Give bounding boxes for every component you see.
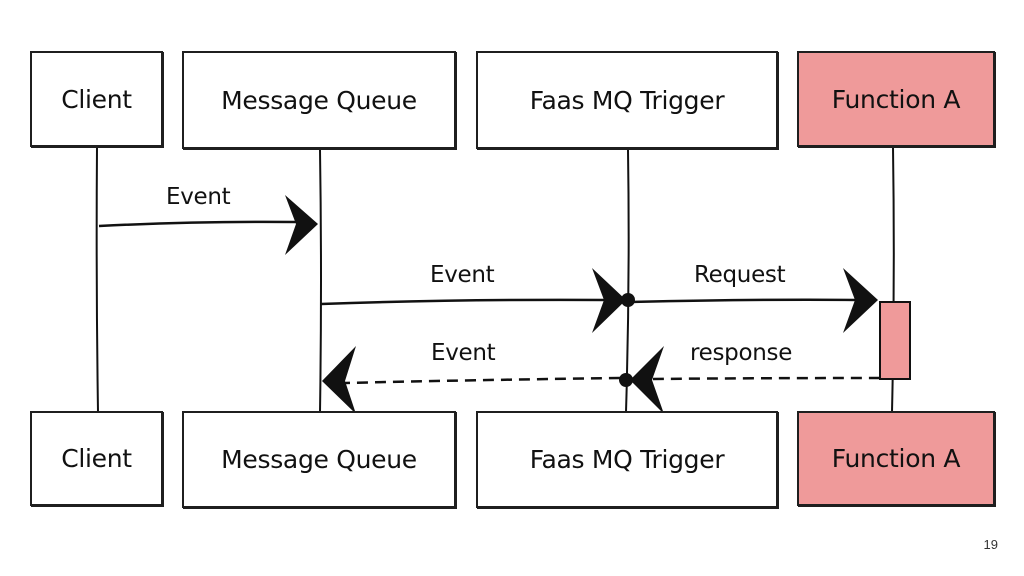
arrowhead-1: [285, 195, 318, 255]
participant-box-client-bottom: Client: [30, 411, 163, 506]
arrowhead-2: [592, 268, 626, 333]
connector-dot-4: [619, 373, 633, 387]
message-line-1: [98, 220, 297, 228]
arrowhead-3: [843, 268, 878, 333]
message-line-4: [649, 376, 881, 381]
lifeline-client: [95, 146, 99, 413]
participant-box-faas-mq-trigger-top: Faas MQ Trigger: [476, 51, 778, 149]
message-label-5: Event: [431, 340, 496, 366]
slide-number: 19: [983, 537, 998, 552]
connector-dot-2: [621, 293, 635, 307]
lifeline-message-queue: [319, 149, 322, 413]
participant-box-faas-mq-trigger-bottom: Faas MQ Trigger: [476, 411, 778, 508]
message-line-3: [629, 298, 859, 304]
participant-box-client-top: Client: [30, 51, 163, 147]
participant-box-message-queue-bottom: Message Queue: [182, 411, 456, 508]
arrowhead-5: [322, 346, 356, 414]
arrowhead-4: [630, 346, 664, 414]
message-line-2: [320, 298, 611, 306]
message-label-1: Event: [166, 184, 231, 210]
message-label-2: Event: [430, 262, 495, 288]
participant-box-function-a-bottom: Function A: [797, 411, 995, 506]
message-label-3: Request: [694, 262, 786, 288]
participant-box-function-a-top: Function A: [797, 51, 995, 147]
activation-bar-function-a: [879, 301, 911, 380]
lifeline-faas-mq-trigger: [625, 149, 630, 413]
message-line-5: [344, 376, 621, 385]
message-label-4: response: [690, 340, 793, 366]
participant-box-message-queue-top: Message Queue: [182, 51, 456, 149]
